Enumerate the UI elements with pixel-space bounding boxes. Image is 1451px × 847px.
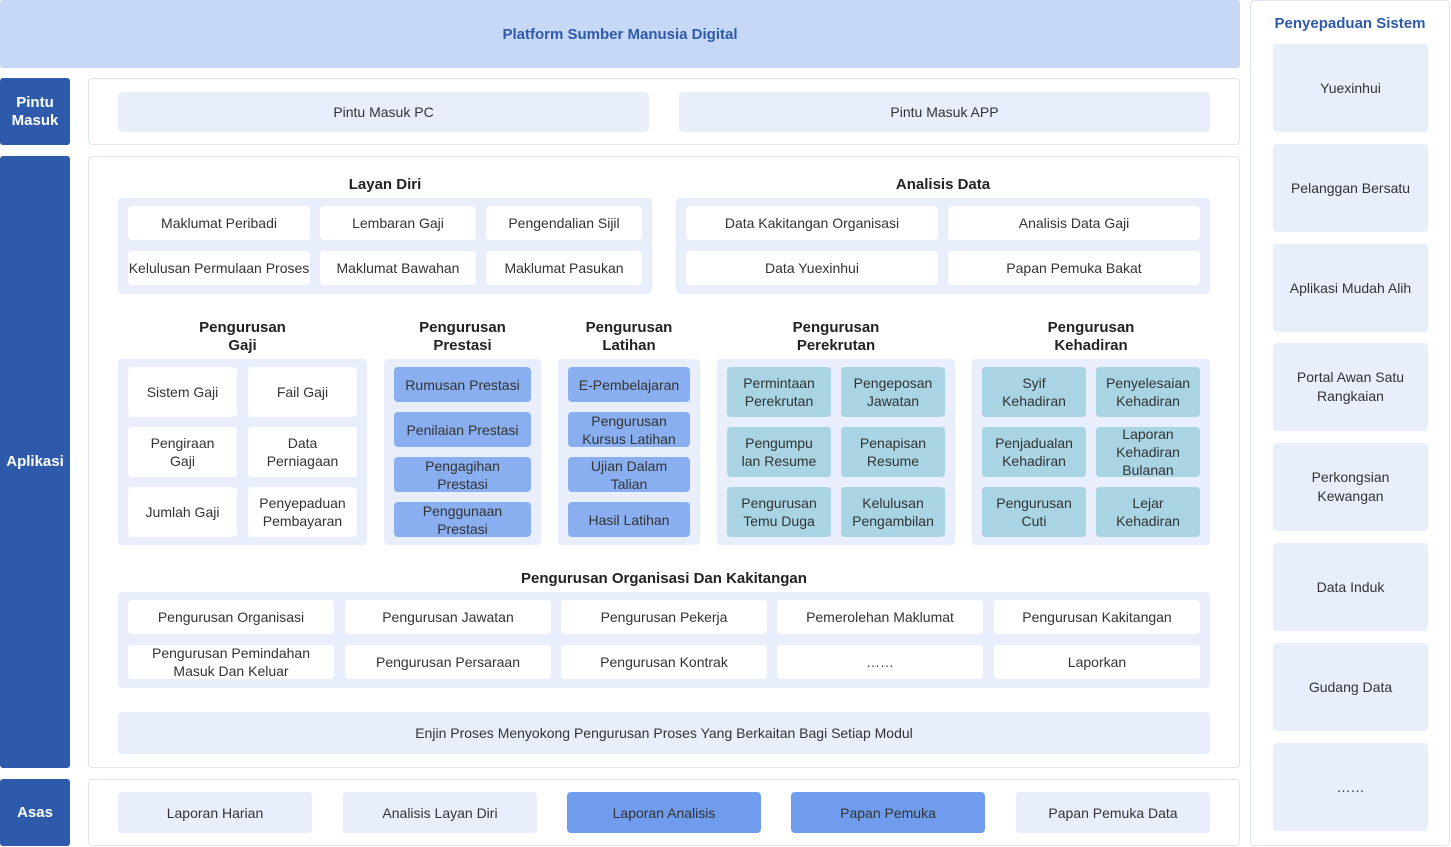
base-item[interactable]: Analisis Layan Diri [343, 792, 537, 833]
org-item[interactable]: Pengurusan Organisasi [128, 600, 334, 634]
payroll-title: Pengurusan Gaji [199, 319, 286, 354]
org-item[interactable]: Laporkan [994, 645, 1200, 679]
recruitment-title: Pengurusan Perekrutan [792, 319, 880, 354]
integration-item[interactable]: Yuexinhui [1273, 44, 1428, 132]
analytics-item[interactable]: Data Yuexinhui [686, 251, 938, 285]
analytics-title: Analisis Data [895, 176, 991, 193]
org-item[interactable]: Pengurusan Kontrak [561, 645, 767, 679]
attendance-item[interactable]: Penjadualan Kehadiran [982, 427, 1086, 477]
payroll-item[interactable]: Sistem Gaji [128, 367, 237, 417]
performance-item[interactable]: Pengagihan Prestasi [394, 457, 531, 492]
org-title: Pengurusan Organisasi Dan Kakitangan [521, 570, 807, 587]
entry-app[interactable]: Pintu Masuk APP [679, 92, 1210, 132]
self-service-item[interactable]: Maklumat Bawahan [320, 251, 476, 285]
attendance-item[interactable]: Laporan Kehadiran Bulanan [1096, 426, 1200, 478]
integration-item[interactable]: Pelanggan Bersatu [1273, 144, 1428, 232]
org-item[interactable]: Pemerolehan Maklumat [777, 600, 983, 634]
base-item[interactable]: Laporan Analisis [567, 792, 761, 833]
org-item[interactable]: Pengurusan Kakitangan [994, 600, 1200, 634]
payroll-item[interactable]: Fail Gaji [248, 367, 357, 417]
self-service-item[interactable]: Kelulusan Permulaan Proses [128, 251, 310, 285]
org-item[interactable]: Pengurusan Persaraan [345, 645, 551, 679]
self-service-title: Layan Diri [348, 176, 422, 193]
base-item[interactable]: Papan Pemuka [791, 792, 985, 833]
training-item[interactable]: Pengurusan Kursus Latihan [568, 412, 690, 447]
performance-title: Pengurusan Prestasi [419, 319, 506, 354]
org-item[interactable]: …… [777, 645, 983, 679]
process-engine[interactable]: Enjin Proses Menyokong Pengurusan Proses… [118, 712, 1210, 754]
attendance-item[interactable]: Lejar Kehadiran [1096, 487, 1200, 537]
integration-item[interactable]: Portal Awan Satu Rangkaian [1273, 343, 1428, 431]
performance-item[interactable]: Rumusan Prestasi [394, 367, 531, 402]
analytics-item[interactable]: Papan Pemuka Bakat [948, 251, 1200, 285]
integration-item[interactable]: Gudang Data [1273, 643, 1428, 731]
integration-title: Penyepaduan Sistem [1274, 15, 1426, 32]
platform-title: Platform Sumber Manusia Digital [502, 25, 738, 43]
training-item[interactable]: Ujian Dalam Talian [568, 457, 690, 492]
entry-pc[interactable]: Pintu Masuk PC [118, 92, 649, 132]
attendance-item[interactable]: Syif Kehadiran [982, 367, 1086, 417]
org-item[interactable]: Pengurusan Pemindahan Masuk Dan Keluar [128, 645, 334, 679]
base-item[interactable]: Laporan Harian [118, 792, 312, 833]
self-service-item[interactable]: Lembaran Gaji [320, 206, 476, 240]
recruitment-item[interactable]: Pengumpu lan Resume [727, 427, 831, 477]
payroll-item[interactable]: Jumlah Gaji [128, 487, 237, 537]
recruitment-item[interactable]: Permintaan Perekrutan [727, 367, 831, 417]
self-service-item[interactable]: Maklumat Pasukan [486, 251, 642, 285]
analytics-item[interactable]: Data Kakitangan Organisasi [686, 206, 938, 240]
attendance-item[interactable]: Penyelesaian Kehadiran [1096, 367, 1200, 417]
sidebar-label-entry: Pintu Masuk [0, 78, 70, 145]
integration-item[interactable]: Perkongsian Kewangan [1273, 443, 1428, 531]
self-service-item[interactable]: Pengendalian Sijil [486, 206, 642, 240]
self-service-item[interactable]: Maklumat Peribadi [128, 206, 310, 240]
performance-item[interactable]: Penggunaan Prestasi [394, 502, 531, 537]
base-item[interactable]: Papan Pemuka Data [1016, 792, 1210, 833]
training-item[interactable]: Hasil Latihan [568, 502, 690, 537]
attendance-title: Pengurusan Kehadiran [1047, 319, 1135, 354]
payroll-item[interactable]: Penyepaduan Pembayaran [248, 487, 357, 537]
performance-item[interactable]: Penilaian Prestasi [394, 412, 531, 447]
payroll-item[interactable]: Data Perniagaan [248, 427, 357, 477]
integration-item[interactable]: Data Induk [1273, 543, 1428, 631]
sidebar-label-base: Asas [0, 779, 70, 846]
integration-item[interactable]: Aplikasi Mudah Alih [1273, 244, 1428, 332]
attendance-item[interactable]: Pengurusan Cuti [982, 487, 1086, 537]
payroll-item[interactable]: Pengiraan Gaji [128, 427, 237, 477]
training-title: Pengurusan Latihan [585, 319, 673, 354]
org-item[interactable]: Pengurusan Jawatan [345, 600, 551, 634]
recruitment-item[interactable]: Pengurusan Temu Duga [727, 487, 831, 537]
integration-item[interactable]: …… [1273, 743, 1428, 831]
org-item[interactable]: Pengurusan Pekerja [561, 600, 767, 634]
sidebar-label-apps: Aplikasi [0, 156, 70, 768]
recruitment-item[interactable]: Kelulusan Pengambilan [841, 487, 945, 537]
training-item[interactable]: E-Pembelajaran [568, 367, 690, 402]
recruitment-item[interactable]: Pengeposan Jawatan [841, 367, 945, 417]
platform-header: Platform Sumber Manusia Digital [0, 0, 1240, 68]
analytics-item[interactable]: Analisis Data Gaji [948, 206, 1200, 240]
recruitment-item[interactable]: Penapisan Resume [841, 427, 945, 477]
